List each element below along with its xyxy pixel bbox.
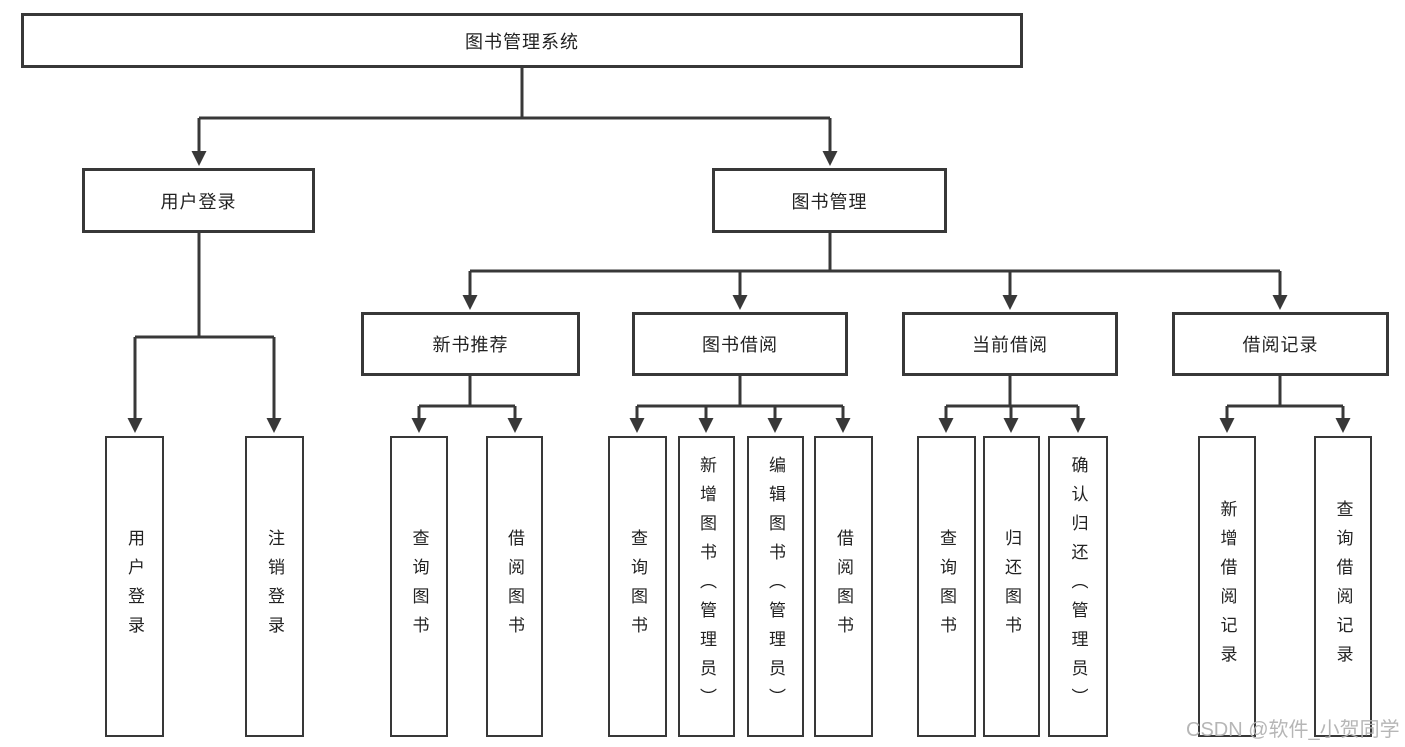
node-borrow-records: 借阅记录 [1172, 312, 1389, 376]
node-borrow-records-label: 借阅记录 [1242, 335, 1319, 355]
node-book-borrow-label: 图书借阅 [702, 335, 778, 355]
node-leaf-edit-books-admin-label: 编辑图书（管理员） [766, 456, 785, 717]
node-current-borrow: 当前借阅 [902, 312, 1118, 376]
node-leaf-logout-label: 注销登录 [265, 528, 284, 645]
node-leaf-query-books-1: 查询图书 [390, 436, 448, 737]
node-leaf-return-books: 归还图书 [983, 436, 1040, 737]
node-user-login-label: 用户登录 [160, 191, 237, 212]
node-leaf-user-login: 用户登录 [105, 436, 164, 737]
connector-root-to-level2 [191, 68, 838, 166]
node-leaf-logout: 注销登录 [245, 436, 304, 737]
connector-user-login-children [127, 233, 282, 433]
node-leaf-query-books-2-label: 查询图书 [628, 528, 647, 645]
node-leaf-borrow-books-1: 借阅图书 [486, 436, 543, 737]
node-leaf-add-books-admin: 新增图书（管理员） [678, 436, 735, 737]
node-leaf-borrow-books-1-label: 借阅图书 [505, 528, 524, 645]
node-leaf-borrow-books-2: 借阅图书 [814, 436, 873, 737]
node-leaf-query-books-2: 查询图书 [608, 436, 667, 737]
node-user-login: 用户登录 [82, 168, 315, 233]
node-root-system: 图书管理系统 [21, 13, 1023, 68]
node-leaf-query-books-3: 查询图书 [917, 436, 976, 737]
connector-current-borrow-children [938, 376, 1086, 433]
node-book-borrow: 图书借阅 [632, 312, 848, 376]
connector-new-books-children [411, 376, 523, 433]
node-leaf-add-borrow-record: 新增借阅记录 [1198, 436, 1256, 737]
node-leaf-add-borrow-record-label: 新增借阅记录 [1217, 499, 1237, 674]
node-leaf-confirm-return-admin-label: 确认归还（管理员） [1068, 456, 1088, 717]
node-leaf-confirm-return-admin: 确认归还（管理员） [1048, 436, 1108, 737]
connector-book-borrow-children [629, 376, 851, 433]
csdn-watermark: CSDN @软件_小贺同学 [1186, 719, 1400, 741]
node-book-management: 图书管理 [712, 168, 947, 233]
node-leaf-query-borrow-record: 查询借阅记录 [1314, 436, 1372, 737]
node-new-book-recommend-label: 新书推荐 [432, 335, 509, 355]
connector-book-mgmt-children [462, 233, 1288, 310]
node-root-label: 图书管理系统 [465, 31, 579, 52]
node-leaf-return-books-label: 归还图书 [1002, 528, 1021, 645]
node-leaf-user-login-label: 用户登录 [125, 528, 144, 645]
connector-borrow-records-children [1219, 376, 1351, 433]
node-current-borrow-label: 当前借阅 [972, 335, 1048, 355]
node-new-book-recommend: 新书推荐 [361, 312, 580, 376]
node-leaf-edit-books-admin: 编辑图书（管理员） [747, 436, 804, 737]
node-leaf-query-borrow-record-label: 查询借阅记录 [1333, 499, 1353, 674]
node-leaf-add-books-admin-label: 新增图书（管理员） [697, 456, 716, 717]
node-leaf-query-books-3-label: 查询图书 [937, 528, 956, 645]
node-book-management-label: 图书管理 [791, 191, 868, 212]
node-leaf-borrow-books-2-label: 借阅图书 [834, 528, 853, 645]
node-leaf-query-books-1-label: 查询图书 [409, 528, 429, 645]
